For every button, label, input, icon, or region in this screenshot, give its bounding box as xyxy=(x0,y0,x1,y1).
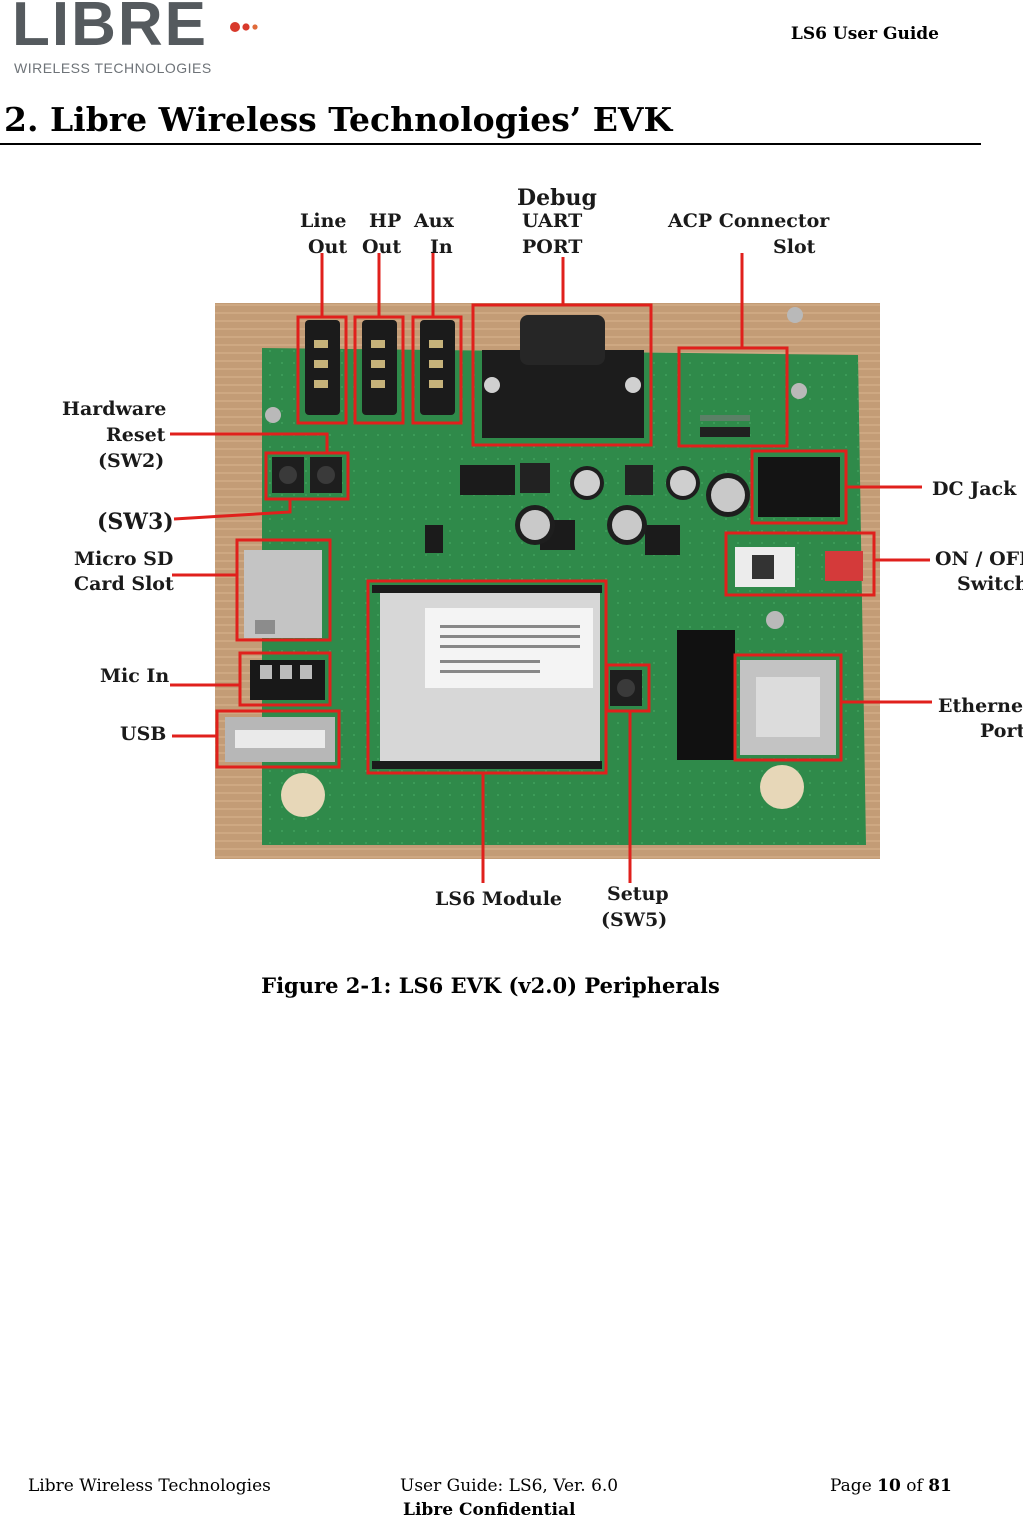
callout-setup-2: (SW5) xyxy=(601,909,667,931)
logo-wordmark: LIBRE xyxy=(12,0,208,59)
page-footer: Libre Wireless Technologies User Guide: … xyxy=(0,1474,1023,1520)
callout-usb: USB xyxy=(120,723,166,745)
footer-guide-version: User Guide: LS6, Ver. 6.0 xyxy=(400,1476,619,1496)
callout-line-out-1: Line xyxy=(300,210,346,232)
section-heading: 2. Libre Wireless Technologies’ EVK xyxy=(4,100,672,139)
callout-ls6-module: LS6 Module xyxy=(435,888,562,910)
callout-dc-jack: DC Jack xyxy=(932,478,1017,500)
callout-microsd-2: Card Slot xyxy=(74,573,174,595)
callout-debug: Debug xyxy=(517,185,597,211)
libre-logo: LIBRE WIRELESS TECHNOLOGIES xyxy=(12,0,272,80)
logo-dots-icon xyxy=(230,22,258,32)
page-of: of xyxy=(900,1476,929,1496)
evk-board-illustration: Line Out HP Out Aux In Debug UART PORT A… xyxy=(62,185,1023,931)
footer-company: Libre Wireless Technologies xyxy=(28,1476,271,1496)
footer-page-number: Page 10 of 81 xyxy=(830,1476,952,1496)
callout-hw-reset-2: Reset xyxy=(106,424,166,446)
callout-hw-reset-1: Hardware xyxy=(62,398,166,420)
callout-mic-in: Mic In xyxy=(100,665,169,687)
callout-onoff-2: Switch xyxy=(957,573,1023,595)
section-number: 2. xyxy=(4,100,39,139)
callout-port: PORT xyxy=(522,236,582,258)
callout-sw3: (SW3) xyxy=(97,509,174,535)
callout-setup-1: Setup xyxy=(607,883,669,905)
document-title: LS6 User Guide xyxy=(790,24,939,44)
logo-subtitle: WIRELESS TECHNOLOGIES xyxy=(14,60,212,76)
evk-board-figure: Line Out HP Out Aux In Debug UART PORT A… xyxy=(0,165,1023,945)
callout-hp-out-2: Out xyxy=(362,236,401,258)
callout-acp-2: Slot xyxy=(773,236,816,258)
page-prefix: Page xyxy=(830,1476,878,1496)
callout-onoff-1: ON / OFF xyxy=(935,548,1023,570)
callout-aux-in-2: In xyxy=(430,236,453,258)
callout-hp-out-1: HP xyxy=(369,210,401,232)
callout-line-out-2: Out xyxy=(308,236,347,258)
page-total: 81 xyxy=(928,1476,952,1496)
heading-rule xyxy=(0,143,981,145)
callout-microsd-1: Micro SD xyxy=(74,548,173,570)
callout-hw-reset-3: (SW2) xyxy=(98,450,164,472)
callout-aux-in-1: Aux xyxy=(413,210,455,232)
callout-ethernet-2: Port xyxy=(980,720,1023,742)
callout-acp-1: ACP Connector xyxy=(667,210,830,232)
callout-leaders xyxy=(170,253,932,883)
callout-uart: UART xyxy=(522,210,582,232)
footer-confidential: Libre Confidential xyxy=(403,1500,576,1520)
callout-ethernet-1: Ethernet xyxy=(938,695,1023,717)
page-current: 10 xyxy=(877,1476,901,1496)
section-title: Libre Wireless Technologies’ EVK xyxy=(49,100,673,139)
figure-caption: Figure 2-1: LS6 EVK (v2.0) Peripherals xyxy=(261,973,720,998)
